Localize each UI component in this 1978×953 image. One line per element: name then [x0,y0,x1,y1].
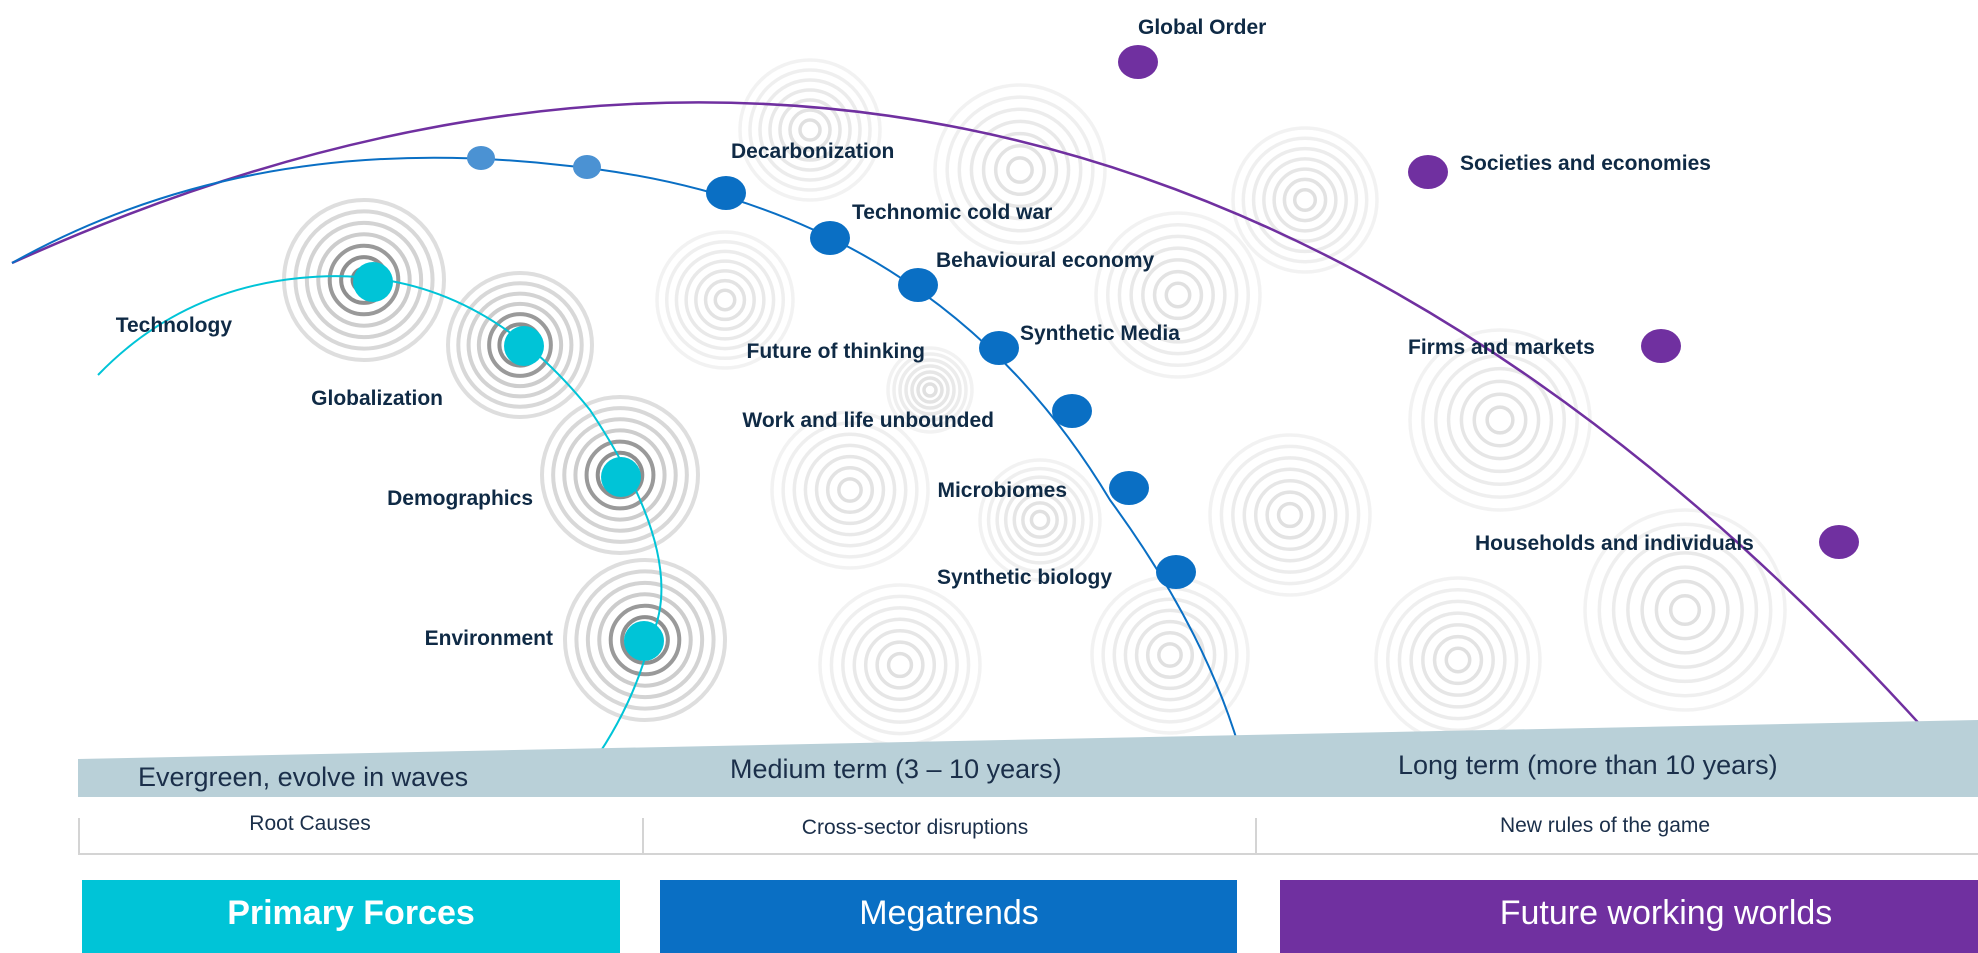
label-microbiomes: Microbiomes [937,479,1067,502]
label-societies-and-economies: Societies and economies [1460,152,1711,175]
primary-forces-label: Primary Forces [227,894,475,932]
label-firms-and-markets: Firms and markets [1408,336,1595,359]
ripple-texture [818,583,982,747]
label-synthetic-biology: Synthetic biology [937,566,1112,589]
label-households-and-individuals: Households and individuals [1475,532,1754,555]
megatrend-dot [1052,394,1092,428]
caption-cross-sector: Cross-sector disruptions [802,816,1028,839]
label-technomic-cold-war: Technomic cold war [852,201,1052,224]
ripple-texture [540,395,700,555]
ripple-texture [886,346,974,434]
label-synthetic-media: Synthetic Media [1020,322,1180,345]
label-global-order: Global Order [1138,16,1266,39]
megatrends-block [660,880,1237,953]
label-work-and-life-unbounded: Work and life unbounded [742,409,994,432]
band-medium-term: Medium term (3 – 10 years) [730,754,1062,784]
ripple-texture [282,198,446,362]
primary-force-dot [353,262,393,302]
ripple-texture [1583,508,1787,712]
megatrend-dot [706,176,746,210]
future-worlds-block [1280,880,1978,953]
primary-force-dot [504,326,544,366]
ripple-texture [1374,576,1542,744]
caption-new-rules: New rules of the game [1500,814,1710,837]
ripple-texture [1094,211,1262,379]
future-world-dot [1819,525,1859,559]
ripple-texture [655,230,795,370]
future-world-dot [1641,329,1681,363]
ripple-texture [738,58,882,202]
label-demographics: Demographics [387,487,533,510]
ripple-texture [1090,575,1250,735]
ripple-texture [1208,433,1372,597]
primary-forces-block [82,880,620,953]
megatrend-dot [1109,471,1149,505]
label-behavioural-economy: Behavioural economy [936,249,1155,272]
megatrend-dot [1156,555,1196,589]
band-long-term: Long term (more than 10 years) [1398,750,1778,780]
future-worlds-arc [11,101,1978,791]
megatrend-dot [573,155,601,179]
megatrend-dot [979,331,1019,365]
primary-forces-arc [97,275,663,794]
ripple-texture [933,83,1107,257]
label-decarbonization: Decarbonization [731,140,894,163]
time-horizon-band [78,720,1978,797]
future-worlds-label: Future working worlds [1500,894,1833,932]
megatrend-dot [810,221,850,255]
caption-root-causes: Root Causes [249,812,370,835]
megatrend-dot [467,146,495,170]
label-globalization: Globalization [311,387,443,410]
ripple-texture [978,458,1102,582]
band-evergreen: Evergreen, evolve in waves [138,762,468,792]
label-technology: Technology [116,314,233,337]
megatrend-dot [898,268,938,302]
primary-force-dot [624,621,664,661]
label-future-of-thinking: Future of thinking [747,340,925,363]
ripple-texture [1231,126,1379,274]
future-world-dot [1408,155,1448,189]
megatrends-label: Megatrends [859,894,1039,932]
ripple-texture [770,410,930,570]
future-world-dot [1118,45,1158,79]
label-environment: Environment [425,627,553,650]
primary-force-dot [601,457,641,497]
